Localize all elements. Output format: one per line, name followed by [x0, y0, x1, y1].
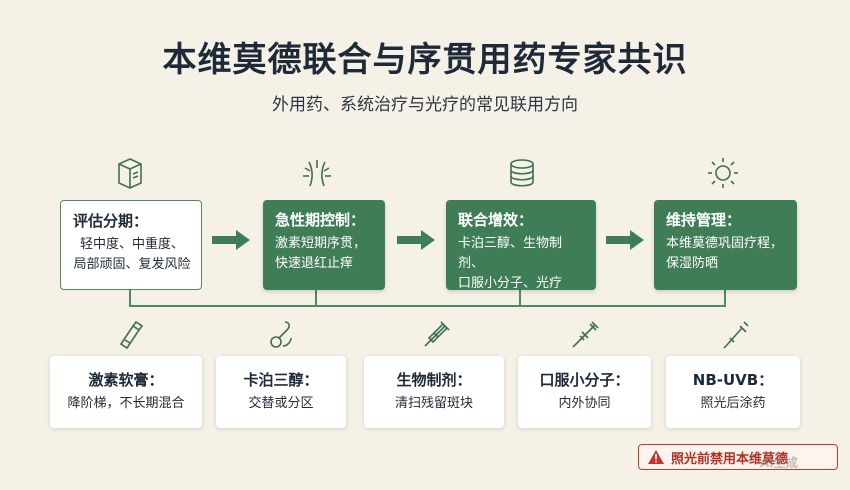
flow-step-combination: 联合增效： 卡泊三醇、生物制剂、口服小分子、光疗	[446, 200, 596, 291]
treatment-title: 口服小分子：	[539, 371, 630, 389]
skin-burst-icon	[300, 156, 334, 190]
flow-step-title: 急性期控制：	[275, 211, 366, 229]
flow-step-acute-control: 急性期控制： 激素短期序贯， 快速退红止痒	[263, 200, 385, 290]
treatment-title: NB-UVB：	[692, 371, 774, 389]
flow-step-text: 激素短期序贯，	[275, 236, 367, 251]
treatment-title: 卡泊三醇：	[243, 371, 319, 389]
page-title: 本维莫德联合与序贯用药专家共识	[162, 40, 688, 80]
warning-triangle-icon	[648, 450, 664, 464]
flow-step-maintenance: 维持管理： 本维莫德巩固疗程， 保湿防晒	[654, 200, 797, 290]
watermark: AI生成	[760, 456, 798, 470]
ointment-tube-icon	[113, 318, 147, 352]
treatment-text: 降阶梯，不长期混合	[67, 396, 185, 411]
treatment-text: 交替或分区	[248, 396, 314, 411]
flow-step-text: 保湿防晒	[666, 256, 719, 271]
dropper-icon	[265, 318, 299, 352]
warning-badge: 照光前禁用本维莫德	[638, 444, 838, 470]
page-subtitle: 外用药、系统治疗与光疗的常见联用方向	[272, 95, 578, 115]
treatment-card-steroid: 激素软膏： 降阶梯，不长期混合	[50, 356, 202, 428]
flow-step-text: 快速退红止痒	[275, 256, 354, 271]
flow-arrow-icon	[606, 230, 644, 250]
treatment-text: 清扫残留斑块	[394, 396, 473, 411]
clipboard-icon	[113, 156, 147, 190]
syringe-icon	[419, 318, 453, 352]
sun-icon	[706, 156, 740, 190]
treatment-title: 生物制剂：	[396, 371, 472, 389]
flow-step-text: 口服小分子、光疗	[458, 276, 563, 291]
flow-step-text: 局部顽固、复发风险	[73, 257, 191, 272]
flow-step-text: 本维莫德巩固疗程，	[666, 236, 784, 251]
uv-lamp-icon	[718, 318, 752, 352]
flow-step-title: 维持管理：	[666, 211, 742, 229]
treatment-card-calcipotriol: 卡泊三醇： 交替或分区	[216, 356, 346, 428]
flow-arrow-icon	[397, 230, 435, 250]
treatment-text: 内外协同	[558, 396, 611, 411]
warning-text: 照光前禁用本维莫德	[671, 451, 789, 467]
flow-step-title: 评估分期：	[73, 212, 149, 230]
treatment-card-biologics: 生物制剂： 清扫残留斑块	[364, 356, 504, 428]
flow-step-text: 轻中度、中重度、	[79, 237, 184, 252]
flow-step-text: 卡泊三醇、生物制剂、	[458, 236, 563, 271]
flow-arrow-icon	[212, 230, 250, 250]
layers-stack-icon	[505, 156, 539, 190]
treatment-card-nb-uvb: NB-UVB： 照光后涂药	[666, 356, 800, 428]
flow-step-assessment: 评估分期： 轻中度、中重度、局部顽固、复发风险	[60, 200, 202, 290]
treatment-text: 照光后涂药	[700, 396, 766, 411]
treatment-title: 激素软膏：	[88, 371, 164, 389]
capsule-icon	[568, 318, 602, 352]
treatment-card-oral-small-molecule: 口服小分子： 内外协同	[518, 356, 651, 428]
flow-step-title: 联合增效：	[458, 211, 534, 229]
